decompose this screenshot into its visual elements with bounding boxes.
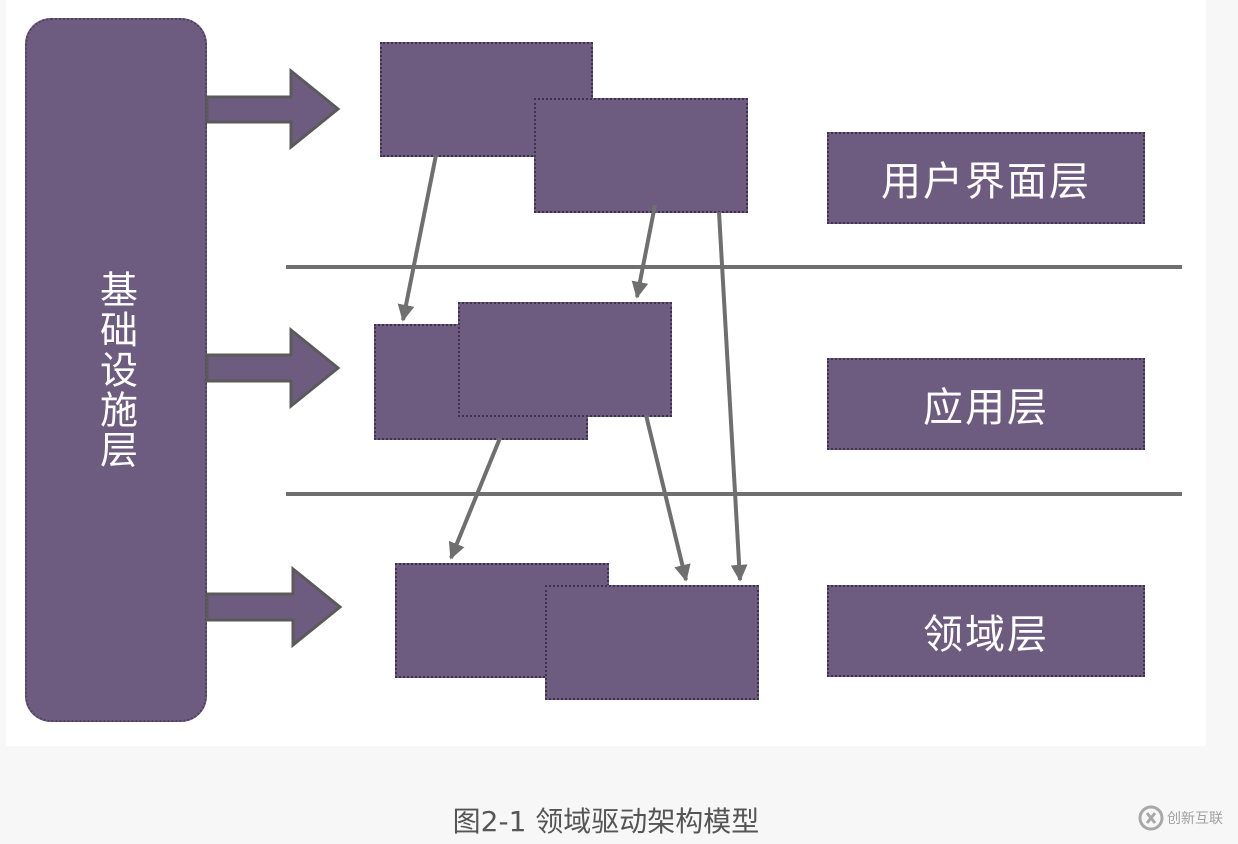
layer-divider-1 [286, 265, 1182, 269]
watermark: 创新互联 [1138, 800, 1234, 836]
layer-label-application: 应用层 [827, 358, 1145, 450]
ui-component-box-2 [534, 98, 748, 213]
layer-label-ui: 用户界面层 [827, 132, 1145, 224]
logo-icon [1138, 805, 1164, 831]
figure-caption: 图2-1 领域驱动架构模型 [452, 805, 760, 838]
app-component-box-2 [458, 302, 672, 417]
infrastructure-layer-label: 基础设施层 [93, 270, 138, 470]
infrastructure-layer-box: 基础设施层 [25, 18, 207, 722]
domain-component-box-2 [545, 585, 759, 700]
watermark-text: 创新互联 [1167, 811, 1223, 827]
layer-divider-2 [286, 492, 1182, 496]
layer-label-domain: 领域层 [827, 585, 1145, 677]
